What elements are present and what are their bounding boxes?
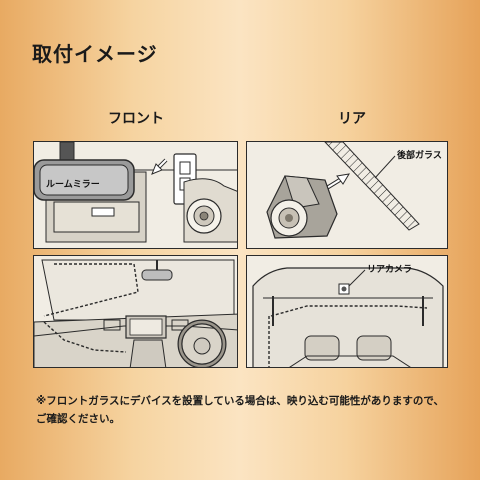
front-label: フロント (108, 111, 164, 127)
camera-label: リアカメラ (367, 264, 412, 275)
rear-interior-illustration: リアカメラ (252, 264, 444, 367)
glass-label: 後部ガラス (397, 149, 442, 161)
page-title: 取付イメージ (32, 42, 158, 66)
front-interior-panel (33, 255, 238, 368)
front-mirror-panel: ルームミラー (33, 141, 238, 249)
mirror-label: ルームミラー (46, 179, 100, 190)
rear-label: リア (338, 111, 366, 127)
rear-glass-illustration: 後部ガラス (266, 142, 442, 239)
rear-interior-panel: リアカメラ (246, 255, 448, 368)
front-mirror-illustration: ルームミラー (34, 142, 237, 243)
installation-note: ※フロントガラスにデバイスを設置している場合は、映り込む可能性がありますので、ご… (36, 395, 444, 425)
front-interior-illustration (34, 259, 237, 367)
rear-glass-panel: 後部ガラス (246, 141, 448, 249)
